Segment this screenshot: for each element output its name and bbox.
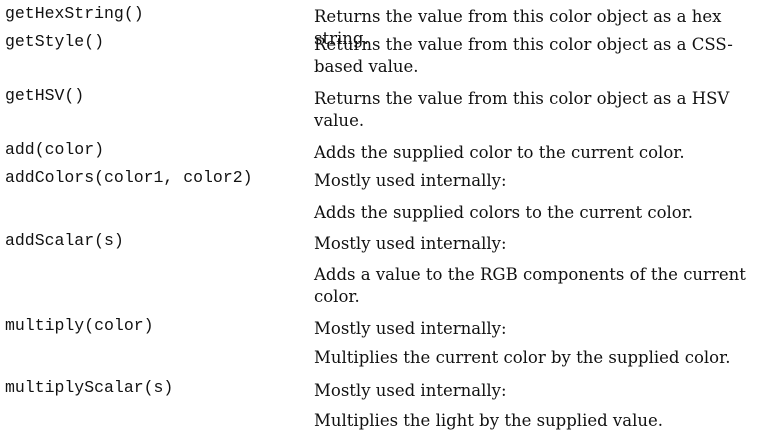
method-name: addScalar(s): [5, 231, 124, 250]
method-description: Returns the value from this color object…: [314, 7, 722, 48]
method-name: getHexString(): [5, 4, 144, 23]
method-name: multiplyScalar(s): [5, 378, 174, 397]
method-description: Returns the value from this color object…: [314, 35, 733, 76]
method-description-note: Mostly used internally:: [314, 319, 507, 338]
method-description-note: Mostly used internally:: [314, 171, 507, 190]
method-description: Adds a value to the RGB components of th…: [314, 265, 746, 306]
method-name: getHSV(): [5, 86, 85, 105]
method-description: Multiplies the current color by the supp…: [314, 348, 731, 367]
method-name: getStyle(): [5, 32, 105, 51]
method-description: Multiplies the light by the supplied val…: [314, 411, 663, 430]
method-name: addColors(color1, color2): [5, 168, 253, 187]
method-name: add(color): [5, 140, 105, 159]
method-description-note: Mostly used internally:: [314, 381, 507, 400]
method-name: multiply(color): [5, 316, 154, 335]
method-description: Returns the value from this color object…: [314, 89, 730, 130]
method-description-note: Mostly used internally:: [314, 234, 507, 253]
method-description: Adds the supplied colors to the current …: [314, 203, 694, 222]
method-description: Adds the supplied color to the current c…: [314, 143, 685, 162]
